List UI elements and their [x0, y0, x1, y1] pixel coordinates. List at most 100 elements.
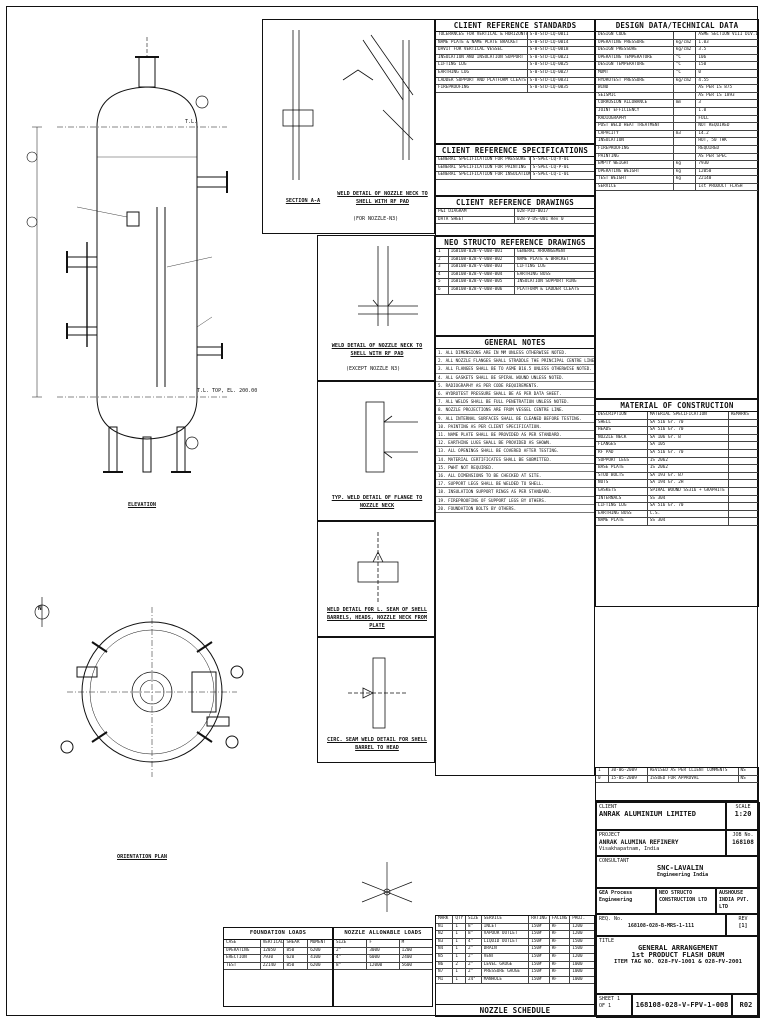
foundation-loads-title: FOUNDATION LOADS	[224, 928, 332, 940]
nozzle-row-cell: RF	[550, 953, 571, 961]
material-row-cell: SUPPORT LEGS	[596, 457, 648, 465]
standard-row-cell: S-0-STD-LQ-0011	[529, 32, 569, 37]
title-cell: TITLE GENERAL ARRANGEMENT 1st PRODUCT FL…	[596, 936, 760, 994]
weld-detail-2-caption: WELD DETAIL OF NOZZLE NECK TO SHELL WITH…	[331, 343, 423, 357]
foundation-row-cell: TEST	[224, 962, 261, 970]
material-row-cell: NOZZLE NECK	[596, 434, 648, 442]
nozzle-row-cell: RF	[550, 931, 571, 938]
general-note: 13. ALL OPENINGS SHALL BE COVERED AFTER …	[436, 447, 594, 456]
design-row-cell: REQUIRED	[698, 145, 720, 151]
req-rev-label: REV	[738, 916, 748, 922]
design-row-cell: 4.55	[698, 77, 709, 83]
design-row-cell	[674, 145, 697, 153]
design-row-cell	[674, 115, 697, 123]
design-row-cell: CORROSION ALLOWANCE	[596, 100, 674, 107]
standard-row-cell: S-0-STD-LQ-0035	[529, 85, 569, 91]
orientation-plan-drawing	[34, 597, 244, 777]
material-row-cell: SA 194 Gr. 2H	[648, 480, 729, 487]
design-row-cell: TEST WEIGHT	[596, 176, 674, 183]
title-line-3: ITEM TAG NO. 028-FV-1001 & 028-FV-2001	[614, 959, 742, 965]
project-location: Visakhapatnam, India	[599, 846, 660, 852]
nozzle-row-cell: 2	[453, 961, 466, 969]
nozzle-row-cell: N5	[436, 953, 454, 961]
client-cell: CLIENT ANRAK ALUMINIUM LIMITED	[596, 802, 726, 830]
neo-drawing-row-cell: LIFTING LUG	[516, 264, 546, 270]
material-row-cell: C.S.	[648, 510, 729, 518]
foundation-row-cell: 6200	[310, 947, 321, 953]
design-row-cell: HOT, 50 THK	[698, 138, 727, 144]
req-rev-cell: REV [1]	[726, 914, 760, 936]
foundation-row-cell: OPERATING	[224, 947, 261, 955]
contractor-cell: GEA Process Engineering	[596, 888, 656, 914]
nozzle-row-cell: 1	[453, 923, 466, 931]
design-row-cell: SERVICE	[596, 183, 674, 191]
neo-drawing-row-cell: 6	[436, 286, 449, 294]
general-note: 10. PAINTING AS PER CLIENT SPECIFICATION…	[436, 423, 594, 432]
design-row-cell: 106	[698, 54, 707, 60]
general-notes: GENERAL NOTES 1. ALL DIMENSIONS ARE IN M…	[435, 336, 595, 776]
weld-detail-caption: WELD DETAIL OF NOZZLE NECK TO SHELL WITH…	[337, 191, 428, 205]
foundation-loads-header-cell: VERTICAL	[262, 940, 285, 947]
standard-row-cell: EARTHING LUG	[436, 69, 528, 77]
neo-drawing-row-cell: 168108-028-V-008-006	[449, 286, 515, 294]
nozzle-row-cell: 8"	[466, 923, 482, 931]
general-note: 9. ALL INTERNAL SURFACES SHALL BE CLEANE…	[436, 415, 594, 423]
nozzle-row-cell: 150#	[529, 931, 550, 938]
neo-drawing-row-cell: 168108-028-V-008-002	[449, 256, 515, 264]
long-seam-caption: WELD DETAIL FOR L. SEAM OF SHELL BARRELS…	[327, 607, 427, 629]
nozzle-loads-header-cell: F	[367, 940, 400, 947]
design-row-cell: 1st PRODUCT FLASH	[698, 183, 743, 189]
elevation-drawing	[26, 37, 228, 473]
drawing-number: 168108-028-V-FPV-1-008	[635, 1001, 729, 1009]
material-row-cell: HEADS	[596, 427, 648, 434]
req-label: REQ. No.	[599, 916, 624, 922]
design-row-cell: PAINTING	[596, 153, 674, 161]
material-row-cell	[729, 480, 758, 487]
material-row-cell: SPIRAL WOUND SS316 + GRAPHITE	[648, 487, 729, 495]
revision-row-cell: 15-05-2009	[609, 775, 648, 783]
weld-detail-sub: (FOR NOZZLE-N3)	[353, 216, 399, 222]
nozzle-row-cell: 1	[453, 969, 466, 976]
material-row-cell	[729, 435, 758, 442]
nozzle-row-cell: 1000	[572, 961, 583, 967]
client-label: CLIENT	[599, 804, 618, 810]
nozzle-row-cell: 1200	[572, 923, 583, 929]
nozzle-load-row-cell: 5600	[401, 962, 412, 968]
material-row-cell: RF PAD	[596, 449, 648, 457]
orientation-caption: ORIENTATION PLAN	[117, 854, 167, 860]
design-row-cell: mm	[674, 100, 697, 107]
circ-seam-detail: CIRC. SEAM WELD DETAIL FOR SHELL BARREL …	[317, 637, 435, 763]
standard-row-cell: S-0-STD-LQ-0025	[529, 62, 569, 68]
design-row-cell: °C	[674, 54, 697, 62]
nozzle-row-cell: VENT	[482, 953, 530, 961]
material-row-cell: NUTS	[596, 480, 648, 487]
drawing-rev-cell: R02	[732, 994, 760, 1018]
material-row-cell	[729, 511, 758, 518]
title-line-1: GENERAL ARRANGEMENT	[637, 944, 719, 952]
nozzle-schedule-title: NOZZLE SCHEDULE	[436, 1004, 594, 1016]
neo-drawing-row-cell: 1	[436, 249, 449, 256]
weld-detail-2-sub: (EXCEPT NOZZLE N3)	[346, 366, 401, 372]
foundation-row-cell: 850	[284, 962, 309, 970]
material-row-cell: SS 304	[648, 495, 729, 503]
material-row-cell: SS 304	[648, 518, 729, 525]
design-row-cell: DESIGN PRESSURE	[596, 47, 674, 54]
nozzle-row-cell: 150#	[529, 923, 550, 931]
nozzle-row-cell: N3	[436, 938, 454, 946]
